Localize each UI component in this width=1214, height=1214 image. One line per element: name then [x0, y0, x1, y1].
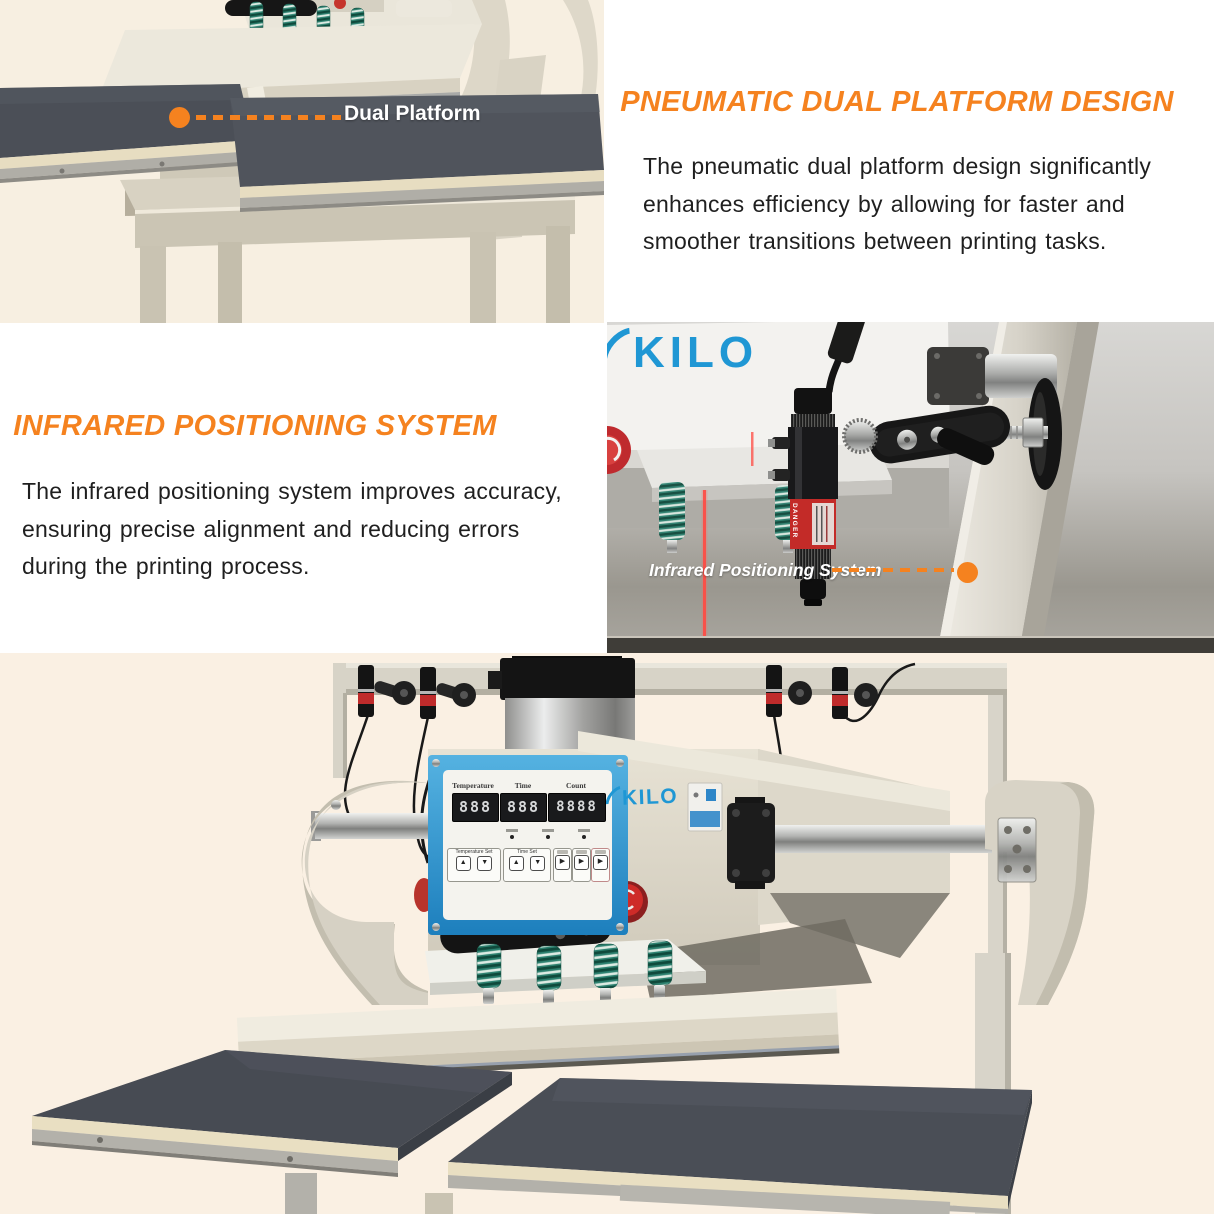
danger-label: DANGER — [791, 503, 798, 539]
right-platform — [230, 94, 604, 212]
function-button: ▶ — [555, 855, 570, 870]
feature-title-pneumatic: PNEUMATIC DUAL PLATFORM DESIGN — [620, 86, 1174, 118]
count-display: 8888 — [548, 793, 606, 822]
table-edge-shadow — [607, 638, 1214, 653]
indicator-lights — [502, 829, 602, 841]
time-display: 888 — [500, 793, 547, 822]
time-up-button: ▲ — [508, 856, 524, 871]
feature-body-pneumatic: The pneumatic dual platform design signi… — [643, 148, 1203, 261]
photo-dual-platform: Dual Platform — [0, 0, 604, 323]
callout-dashed-line — [196, 115, 341, 120]
start-button-group: ▶ — [591, 848, 610, 882]
laser-module — [358, 665, 416, 717]
body-line: enhances efficiency by allowing for fast… — [643, 190, 1125, 217]
feature-body-infrared: The infrared positioning system improves… — [22, 473, 582, 586]
indicator-tick — [578, 829, 590, 832]
mount-hardware — [927, 347, 1057, 405]
callout-dual-platform: Dual Platform — [344, 102, 481, 125]
time-set-label: Time Set — [517, 849, 537, 855]
laser-module — [768, 322, 865, 606]
body-line: ensuring precise alignment and reducing … — [22, 515, 520, 542]
left-platform — [0, 84, 253, 183]
indicator-dot — [546, 835, 550, 839]
callout-dot-icon — [169, 107, 190, 128]
laser-module — [832, 667, 878, 719]
emergency-stop-top — [334, 0, 346, 9]
circuit-breaker — [687, 782, 723, 832]
function-button-1: ▶ — [553, 848, 572, 882]
time-set-group: Time Set ▲ ▼ — [503, 848, 551, 882]
cross-rod — [311, 797, 992, 889]
laser-beam-lines — [701, 432, 754, 636]
temperature-set-label: Temperature Set — [455, 849, 493, 855]
infrared-laser-modules — [358, 665, 878, 719]
photo-infrared-system: KILO DANGER Infrared Positioning System — [607, 322, 1214, 653]
temperature-down-button: ▼ — [477, 856, 493, 871]
press-handle — [225, 0, 317, 16]
display-label-temperature: Temperature — [452, 781, 494, 790]
callout-dot-icon — [957, 562, 978, 583]
function-label — [595, 850, 606, 854]
brand-name: KILO — [633, 328, 759, 377]
laser-module — [420, 667, 476, 719]
time-down-button: ▼ — [530, 856, 546, 871]
feature-title-infrared: INFRARED POSITIONING SYSTEM — [13, 410, 497, 442]
emergency-stop-button — [607, 426, 631, 474]
brand-name: KILO — [621, 784, 679, 810]
photo-full-machine: KILO Temperature Time Count 888 888 8888… — [0, 653, 1214, 1214]
display-label-time: Time — [514, 781, 532, 790]
table-edge-highlight — [607, 636, 1214, 638]
right-arm — [985, 780, 1095, 1005]
temperature-set-group: Temperature Set ▲ ▼ — [447, 848, 501, 882]
feature-infrared-text: INFRARED POSITIONING SYSTEM The infrared… — [0, 323, 604, 653]
function-button-2: ▶ — [572, 848, 591, 882]
body-line: The pneumatic dual platform design signi… — [643, 153, 1152, 179]
indicator-tick — [542, 829, 554, 832]
left-arm — [301, 780, 428, 1005]
feature-pneumatic-text: PNEUMATIC DUAL PLATFORM DESIGN The pneum… — [604, 0, 1214, 322]
callout-infrared: Infrared Positioning System — [649, 560, 882, 580]
laser-danger-text: DANGER — [791, 503, 811, 547]
display-label-count: Count — [565, 781, 586, 790]
function-button: ▶ — [574, 855, 589, 870]
indicator-dot — [582, 835, 586, 839]
left-platform — [32, 1050, 512, 1214]
function-label — [576, 850, 587, 854]
temperature-up-button: ▲ — [455, 856, 471, 871]
dual-platform-photo-art — [0, 0, 604, 323]
brand-logo: KILO — [607, 322, 759, 389]
indicator-tick — [506, 829, 518, 832]
right-platform — [448, 1078, 1032, 1214]
start-button: ▶ — [593, 855, 608, 870]
knurled-knob — [842, 418, 878, 454]
callout-dashed-line — [832, 568, 954, 572]
laser-clamp-arm — [869, 405, 1011, 465]
body-line: The infrared positioning system improves… — [22, 478, 562, 504]
temperature-display: 888 — [452, 793, 499, 822]
function-label — [557, 850, 568, 854]
adjust-knob — [1000, 378, 1062, 490]
body-line: during the printing process. — [22, 553, 310, 579]
body-line: smoother transitions between printing ta… — [643, 228, 1107, 254]
full-machine-photo-art — [0, 653, 1214, 1214]
brand-logo: KILO — [600, 781, 679, 817]
indicator-dot — [510, 835, 514, 839]
laser-module — [766, 665, 812, 717]
